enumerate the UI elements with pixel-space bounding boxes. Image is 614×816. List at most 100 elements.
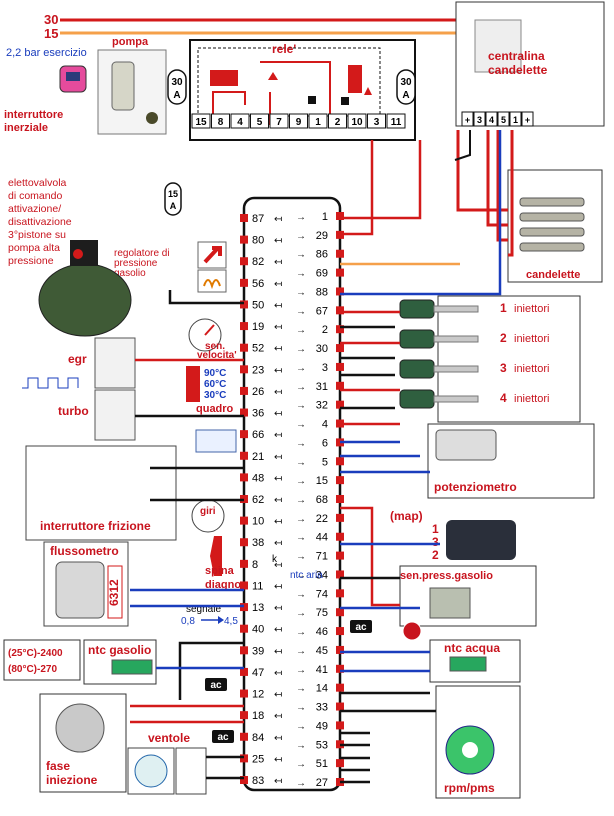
svg-text:→: → [296,665,306,676]
ecu-pin-left: 26 [252,386,264,398]
fuse-left-b: A [173,90,180,101]
svg-text:→: → [296,608,306,619]
ecu-pin-left: 82 [252,256,264,268]
segnale-to: 4,5 [224,616,238,627]
svg-text:↤: ↤ [274,495,282,506]
svg-text:↤: ↤ [274,257,282,268]
giri-label: giri [200,506,216,517]
speed-label-2: velocita' [197,350,237,361]
svg-text:→: → [296,721,306,732]
ecu-pin-left: 36 [252,408,264,420]
ecu-pin-left: 48 [252,472,264,484]
ecu-pin-right: 2 [322,324,328,336]
svg-text:→: → [296,533,306,544]
svg-text:→: → [296,476,306,487]
injector-num: 4 [500,391,507,405]
fuse-right-a: 30 [400,77,412,88]
ecu-pin-left: 25 [252,753,264,765]
svg-text:→: → [296,250,306,261]
ecu-pin-left: 47 [252,667,264,679]
glow-control-label-1: centralina [488,49,545,63]
svg-text:→: → [296,740,306,751]
solenoid-line: disattivazione [8,216,72,228]
clutch-box [25,445,177,541]
ecu-pin-left: 87 [252,213,264,225]
ecu-pin-left: 50 [252,299,264,311]
ecu-pin-right: 15 [316,475,328,487]
ecu-pin-left: 8 [252,559,258,571]
ecu-pin-right: 75 [316,607,328,619]
svg-text:→: → [296,231,306,242]
ecu-pin-left: 38 [252,537,264,549]
clutch-label: interruttore frizione [40,519,151,533]
ventole-label: ventole [148,731,190,745]
glow-plug-icon [519,227,585,237]
svg-text:→: → [296,325,306,336]
svg-text:↤: ↤ [274,625,282,636]
svg-text:↤: ↤ [274,430,282,441]
egr-valve-image [94,337,136,389]
svg-text:ac: ac [355,622,367,633]
injector-icon [399,389,435,409]
svg-text:→: → [296,684,306,695]
relay-pin: 15 [195,117,207,128]
svg-text:↤: ↤ [274,711,282,722]
glow-control-pin: 4 [489,115,494,125]
svg-text:↤: ↤ [274,452,282,463]
ecu-right-pins: 1→29→86→69→88→67→2→30→3→31→32→4→6→5→15→6… [296,211,344,789]
potenziometro-label: potenziometro [434,480,517,494]
flowmeter-pins: 6312 [107,579,121,606]
ecu-pin-right: 22 [316,513,328,525]
glow-control-pin: 1 [513,115,518,125]
ecu-pin-left: 10 [252,516,264,528]
ntc-gasolio-label: ntc gasolio [88,643,151,657]
glow-control-pin: + [525,115,530,125]
svg-text:↤: ↤ [274,236,282,247]
thermometer-icon [186,366,200,402]
injector-label: iniettori [514,363,549,375]
injector-label: iniettori [514,303,549,315]
ecu-pin-left: 12 [252,689,264,701]
svg-text:ac: ac [210,680,222,691]
ecu-pin-right: 86 [316,249,328,261]
svg-text:ac: ac [217,732,229,743]
speed-label-1: sen. [205,341,225,352]
map-label: (map) [390,509,423,523]
svg-text:↤: ↤ [274,322,282,333]
glow-plugs-box [507,169,603,283]
egr-label: egr [68,352,87,366]
svg-text:↤: ↤ [274,603,282,614]
ecu-pin-right: 1 [322,211,328,223]
relay-coil-left [210,70,238,86]
svg-text:→: → [296,363,306,374]
turbo-label: turbo [58,404,89,418]
ecu-pin-right: 51 [316,758,328,770]
inertia-label-2: inerziale [4,122,48,134]
injector-icon [399,329,435,349]
turbo-valve-image [94,389,136,441]
ecu-pin-right: 32 [316,400,328,412]
svg-text:→: → [296,703,306,714]
svg-text:↤: ↤ [274,538,282,549]
relay-pin: 10 [351,117,363,128]
regulator-line: pressione [114,258,158,269]
fuse-15a [164,182,182,216]
fase-label-2: iniezione [46,773,98,787]
fuse-15a-a: 15 [168,189,178,199]
segnale-from: 0,8 [181,616,195,627]
svg-text:→: → [296,401,306,412]
svg-text:↤: ↤ [274,409,282,420]
glow-control-pin: 3 [477,115,482,125]
ecu-pin-left: 66 [252,429,264,441]
svg-text:↤: ↤ [274,214,282,225]
svg-text:→: → [296,269,306,280]
ecu-pin-right: 44 [316,532,328,544]
immobilizer-key-icon [195,429,237,453]
ecu-pin-left: 84 [252,732,264,744]
relay-label: rele' [272,42,296,56]
svg-text:→: → [296,514,306,525]
solenoid-line: di comando [8,190,62,202]
